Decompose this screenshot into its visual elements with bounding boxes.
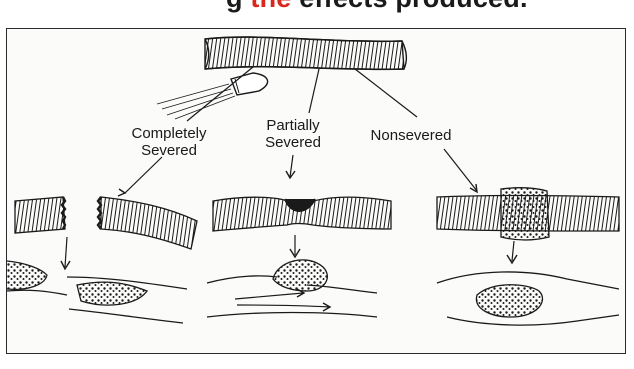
diagram-drawing bbox=[7, 29, 626, 354]
label-nonsevered-text: Nonsevered bbox=[361, 127, 461, 144]
partially-severed-vessel bbox=[213, 197, 391, 257]
nonsevered-vessel bbox=[437, 188, 619, 263]
cropped-title: g the effects produced. bbox=[0, 0, 634, 22]
title-highlight: the bbox=[250, 0, 291, 13]
bullet-icon bbox=[157, 73, 268, 119]
label-completely-line2: Severed bbox=[119, 142, 219, 159]
completely-severed-vessel bbox=[15, 197, 197, 269]
completely-severed-clots bbox=[7, 261, 187, 323]
diagram-panel: Completely Severed Partially Severed Non… bbox=[6, 28, 626, 354]
title-prefix: g bbox=[226, 0, 243, 13]
label-partially-line2: Severed bbox=[253, 134, 333, 151]
figure-title: g the effects produced. bbox=[226, 0, 528, 14]
intact-vessel-top bbox=[205, 37, 406, 69]
partially-severed-flow bbox=[207, 260, 377, 317]
label-completely-line1: Completely bbox=[119, 125, 219, 142]
nonsevered-clot bbox=[437, 272, 619, 325]
title-suffix: effects produced. bbox=[299, 0, 527, 13]
label-partially-severed: Partially Severed bbox=[253, 117, 333, 151]
label-partially-line1: Partially bbox=[253, 117, 333, 134]
label-completely-severed: Completely Severed bbox=[119, 125, 219, 159]
label-nonsevered: Nonsevered bbox=[361, 127, 461, 144]
